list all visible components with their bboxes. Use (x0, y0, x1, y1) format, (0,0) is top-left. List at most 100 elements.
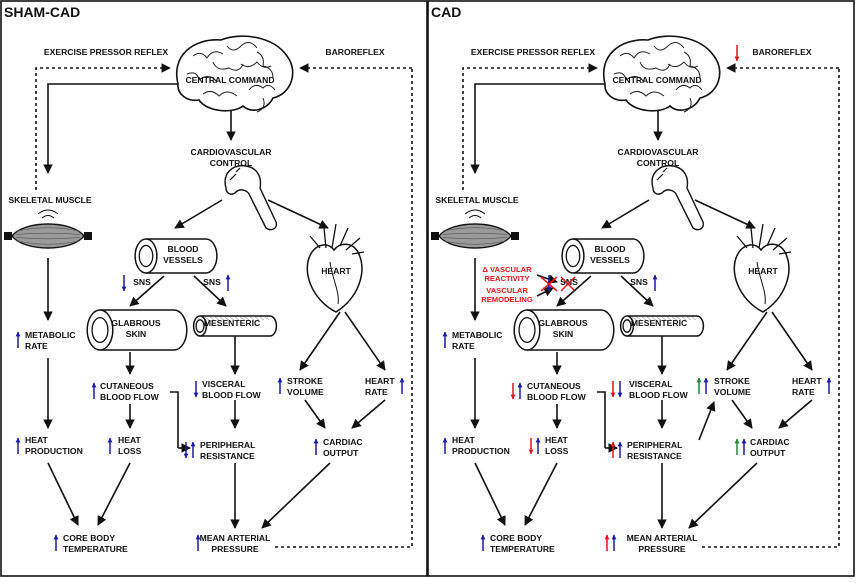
cad-blood-vessels-icon-inner-ring (565, 244, 581, 268)
aorta-icon (224, 165, 278, 231)
brain-fold (248, 84, 276, 91)
cad-mesenteric-icon-hatch (686, 316, 692, 321)
sham-mesenteric-icon-hatch (219, 316, 225, 321)
sham-mean-arterial-pressure-label-line-2: PRESSURE (211, 544, 259, 554)
sham-heat-production-label-line-1: HEAT (25, 435, 49, 445)
sham-peripheral-resistance-label-line-1: PERIPHERAL (200, 440, 255, 450)
cad-mesenteric-icon-hatch (681, 316, 687, 321)
cad-central-command-to-muscle-arrow (470, 83, 605, 174)
cad-sns-inhibited-x2-icon (560, 276, 576, 292)
sham-mean-arterial-pressure-label-line-1: MEAN ARTERIAL (200, 533, 271, 543)
heart-outline (733, 243, 790, 313)
cad-vascular-remodeling-label-line-1: VASCULAR (486, 286, 528, 295)
cad-mesenteric-icon-hatch (676, 316, 682, 321)
cad-glabrous-skin-label-line-1: GLABROUS (538, 318, 587, 328)
sham-exercise-pressor-reflex-arrow (35, 63, 171, 190)
sham-skeletal-muscle-label: SKELETAL MUSCLE (8, 195, 92, 205)
cad-cutaneous-blood-flow-label-line-1: CUTANEOUS (527, 381, 581, 391)
sham-glabrous-skin-icon-inner-ring (91, 316, 109, 344)
cad-mesenteric-icon-inner-ring (622, 319, 632, 333)
sham-visceral-blood-flow-label-line-2: BLOOD FLOW (202, 390, 262, 400)
sham-panel-title: SHAM-CAD (4, 4, 80, 20)
sham-vessels-to-skin-arrow (129, 275, 165, 307)
sham-mesenteric-icon-body (200, 315, 278, 337)
sham-mesenteric-icon-hatch (234, 316, 240, 321)
cad-mesenteric-icon-hatch (641, 316, 647, 321)
sham-blood-vessels-icon-body (146, 238, 218, 274)
sham-mesenteric-icon-hatch (204, 316, 210, 321)
brain-fold (240, 61, 272, 68)
cad-panel-title: CAD (431, 4, 461, 20)
cad-resistance-to-stroke-volume-arrow (698, 401, 716, 441)
cad-reactivity-to-sns-arrow (536, 274, 558, 284)
aorta-outline (224, 165, 278, 231)
cad-mesenteric-icon-hatch (651, 316, 657, 321)
cad-stroke-volume-label-line-1: STROKE (714, 376, 750, 386)
brain-fold (186, 72, 218, 83)
sham-mesenteric-icon-hatch (244, 316, 250, 321)
sham-panel-border (0, 0, 428, 577)
brain-fold (613, 72, 645, 83)
sham-blood-vessels-label-line-1: BLOOD (167, 244, 198, 254)
cad-mesenteric-icon-hatch (646, 316, 652, 321)
brain-fold (256, 97, 265, 113)
cad-mesenteric-icon-hatch (636, 316, 642, 321)
brain-fold (675, 84, 703, 91)
brain-icon (175, 35, 294, 113)
sham-output-to-map-arrow (261, 462, 331, 529)
sham-heart-rate-to-output-arrow (351, 399, 386, 429)
brain-fold (667, 61, 699, 68)
cad-heat-production-label-line-2: PRODUCTION (452, 446, 510, 456)
brain-fold (653, 42, 685, 51)
sham-mesenteric-icon-hatch (209, 316, 215, 321)
cad-vessels-to-skin-arrow (556, 275, 592, 307)
cad-metabolic-rate-label-line-1: METABOLIC (452, 330, 502, 340)
sham-stroke-volume-label-line-1: STROKE (287, 376, 323, 386)
sham-mesenteric-icon-inner-ring (195, 319, 205, 333)
cad-vascular-reactivity-label-line-1: Δ VASCULAR (482, 265, 532, 274)
sham-heat-production-label-line-2: PRODUCTION (25, 446, 83, 456)
cad-heat-production-to-core-arrow (474, 462, 506, 526)
heart-vessels (736, 223, 792, 255)
cad-blood-vessels-icon-body (573, 238, 645, 274)
aorta-outline (651, 165, 705, 231)
sham-glabrous-skin-icon (86, 309, 188, 351)
sham-stroke-volume-to-output-arrow (304, 399, 326, 429)
cad-stroke-volume-label-line-2: VOLUME (714, 387, 751, 397)
cad-blood-vessels-label-line-2: VESSELS (590, 255, 630, 265)
cad-blood-vessels-icon (561, 238, 645, 274)
cad-mesenteric-icon-hatch (656, 316, 662, 321)
cad-cardiac-output-label-line-2: OUTPUT (750, 448, 786, 458)
muscle-belly (438, 223, 512, 249)
sham-mesenteric-icon-hatch (229, 316, 235, 321)
sham-sns-left-label: SNS (133, 277, 151, 287)
brain-fold (212, 61, 244, 71)
sham-mesenteric-icon-hatch (259, 316, 265, 321)
sham-cardiac-output-label-line-2: OUTPUT (323, 448, 359, 458)
cad-panel-border (427, 0, 855, 577)
sham-blood-vessels-icon-inner-ring (138, 244, 154, 268)
brain-icon (602, 35, 721, 113)
cad-heat-loss-to-core-arrow (524, 462, 558, 526)
cad-heart-label: HEART (748, 266, 778, 276)
muscle-fiber (442, 240, 508, 245)
cad-remodeling-to-sns-arrow (536, 287, 554, 297)
sham-mesenteric-icon-hatch (224, 316, 230, 321)
cad-sns-inhibited-x-icon (540, 276, 558, 292)
sham-core-body-temperature-label-line-1: CORE BODY (63, 533, 115, 543)
heart-icon (733, 223, 792, 313)
sham-mesenteric-icon-hatch (254, 316, 260, 321)
cad-visceral-blood-flow-label-line-2: BLOOD FLOW (629, 390, 689, 400)
cad-mesenteric-icon-body (627, 315, 705, 337)
sham-mesenteric-icon-hatch (214, 316, 220, 321)
cad-heart-rate-label-line-1: HEART (792, 376, 822, 386)
heart-groove (756, 261, 766, 305)
cad-heart-rate-label-line-2: RATE (792, 387, 815, 397)
tendon-right (511, 232, 519, 240)
brain-fold (629, 90, 665, 97)
cad-baroreflex-loop (702, 68, 840, 548)
sham-mesenteric-icon (192, 315, 278, 337)
sham-core-body-temperature-label-line-2: TEMPERATURE (63, 544, 128, 554)
sham-cv-to-heart-arrow (267, 199, 329, 229)
